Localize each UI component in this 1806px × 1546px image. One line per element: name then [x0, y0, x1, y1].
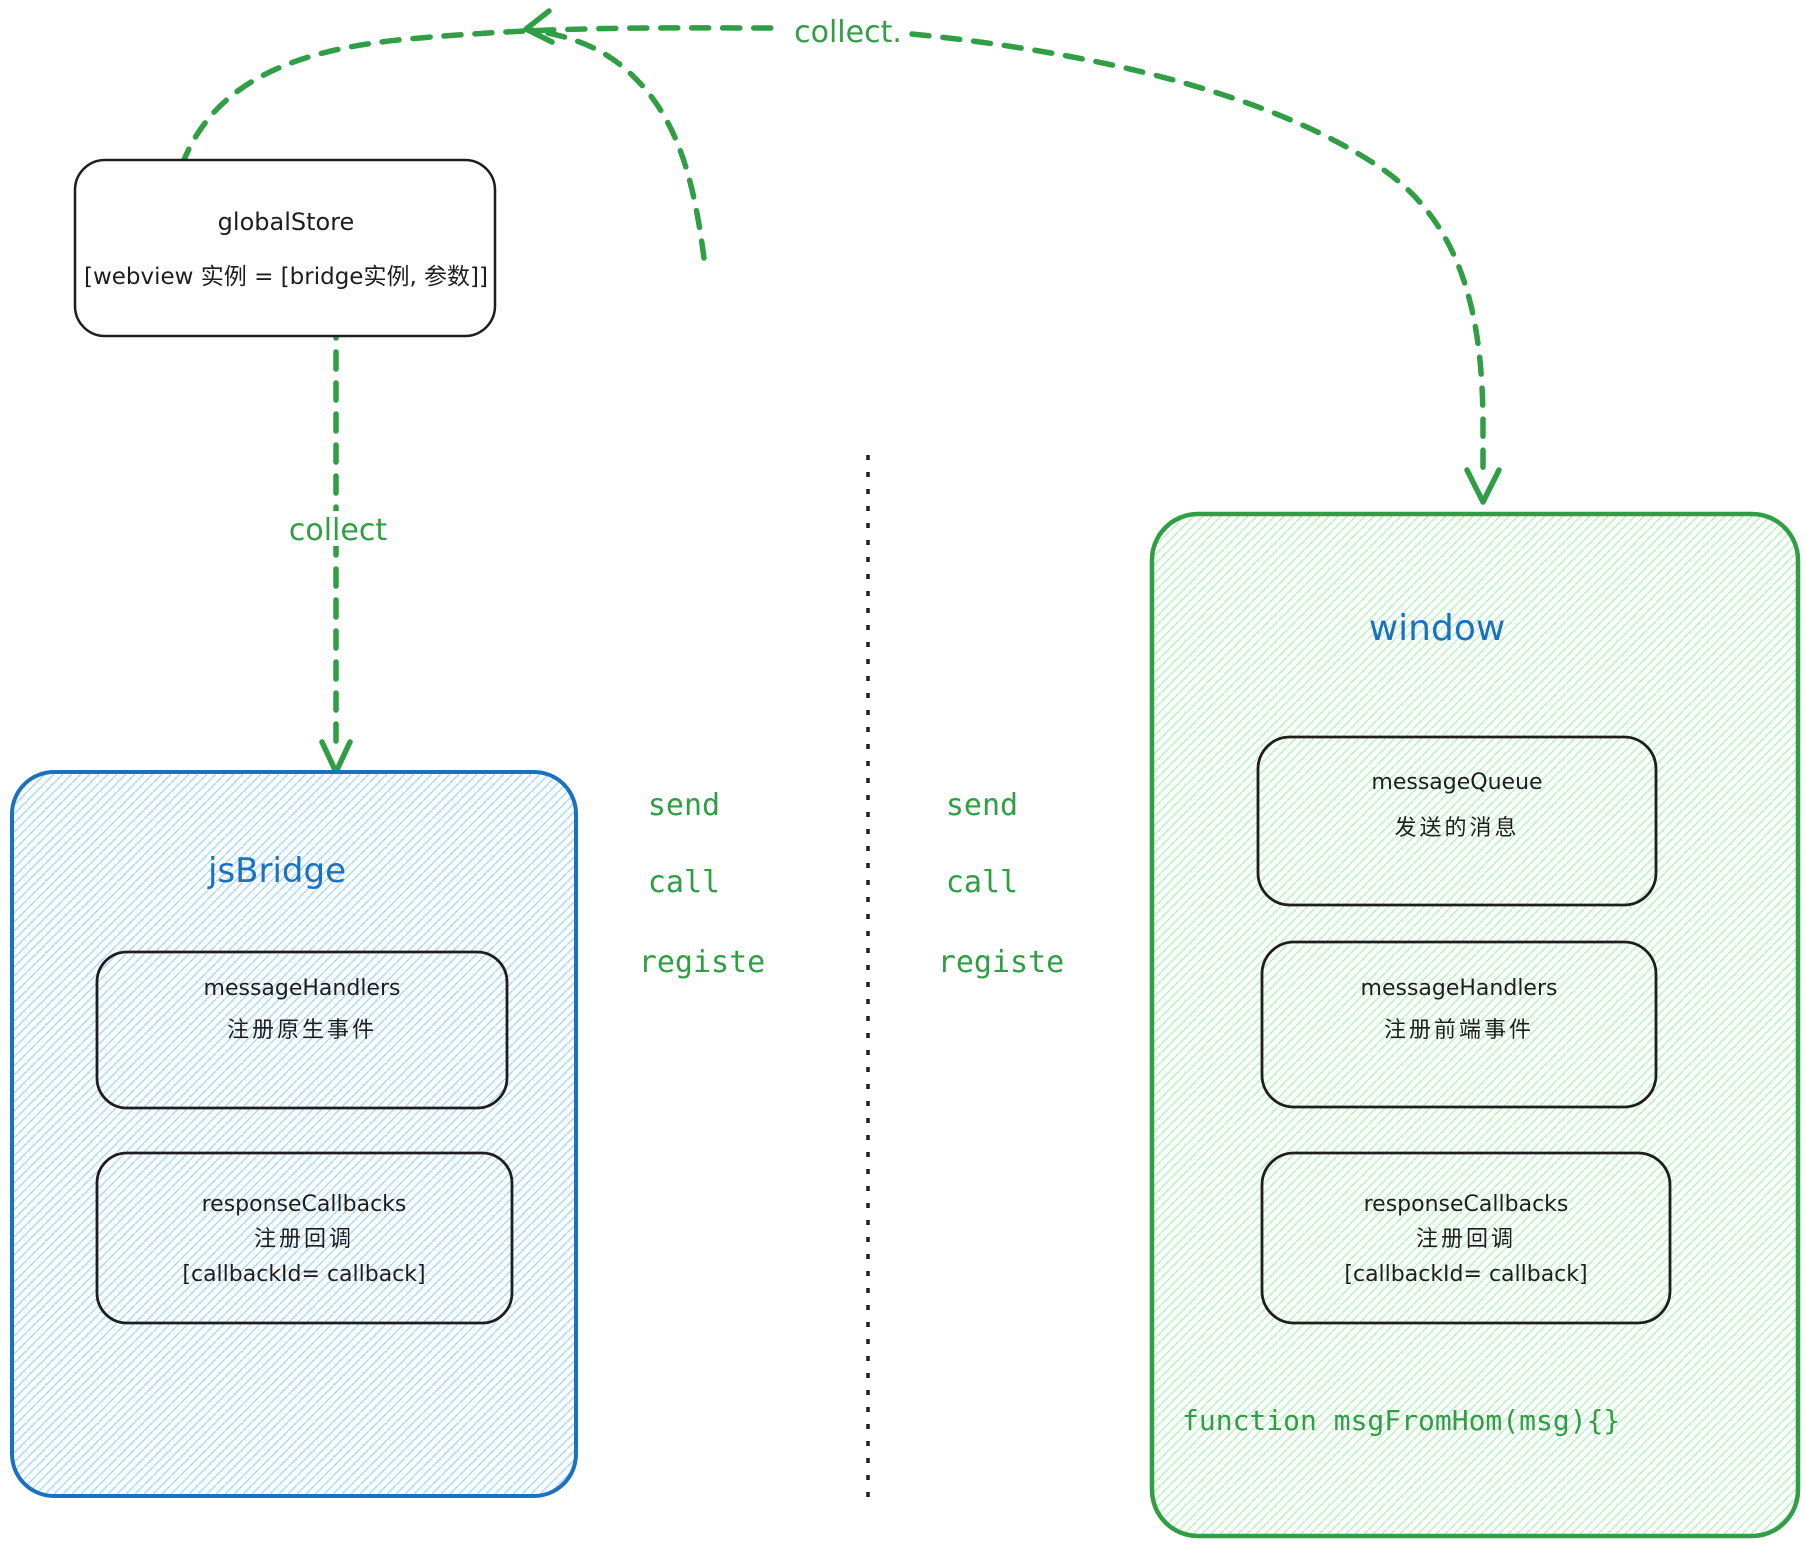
jsbridge-response-callbacks-name: responseCallbacks	[202, 1192, 407, 1217]
collect-label-mid: collect	[289, 513, 387, 548]
collect-label-top: collect.	[794, 15, 902, 50]
window-method-send: send	[946, 788, 1018, 823]
collect-curve-store-right	[527, 27, 707, 261]
jsbridge-method-call: call	[648, 865, 720, 900]
window-title: window	[1369, 608, 1506, 649]
collect-curve-left	[163, 25, 783, 259]
jsbridge-method-registe: registe	[639, 945, 765, 980]
jsbridge-title: jsBridge	[207, 851, 346, 891]
jsbridge-arrowhead-icon	[319, 739, 353, 775]
window-message-queue-box	[1256, 735, 1658, 907]
jsbridge-method-send: send	[648, 788, 720, 823]
jsbridge-message-handlers-desc: 注册原生事件	[227, 1018, 377, 1043]
jsbridge-response-callbacks-desc: 注册回调	[254, 1227, 354, 1252]
jsbridge-message-handlers-name: messageHandlers	[204, 976, 401, 1001]
global-store-box	[73, 158, 497, 338]
window-message-queue-name: messageQueue	[1371, 770, 1542, 795]
window-message-handlers-name: messageHandlers	[1361, 976, 1558, 1001]
jsbridge-response-callbacks-box	[95, 1151, 514, 1325]
window-response-callbacks-desc: 注册回调	[1416, 1227, 1516, 1252]
jsbridge-response-callbacks-mapping: [callbackId= callback]	[182, 1262, 425, 1287]
window-message-handlers-desc: 注册前端事件	[1384, 1018, 1534, 1043]
collect-curve-arrowhead-icon	[523, 8, 555, 45]
collect-curve-to-window	[909, 31, 1486, 481]
window-box	[1149, 511, 1801, 1539]
window-response-callbacks-box	[1260, 1151, 1672, 1325]
window-method-call: call	[946, 865, 1018, 900]
window-message-handlers-box	[1260, 940, 1658, 1109]
jsbridge-message-handlers-box	[95, 950, 509, 1110]
window-method-registe: registe	[938, 945, 1064, 980]
window-response-callbacks-name: responseCallbacks	[1364, 1192, 1569, 1217]
global-store-title: globalStore	[218, 208, 355, 236]
window-function-label: function msgFromHom(msg){}	[1182, 1404, 1620, 1437]
global-store-entry: [webview 实例 = [bridge实例, 参数]]	[84, 264, 488, 290]
window-message-queue-desc: 发送的消息	[1394, 816, 1519, 841]
window-response-callbacks-mapping: [callbackId= callback]	[1344, 1262, 1587, 1287]
window-arrowhead-icon	[1464, 467, 1502, 505]
